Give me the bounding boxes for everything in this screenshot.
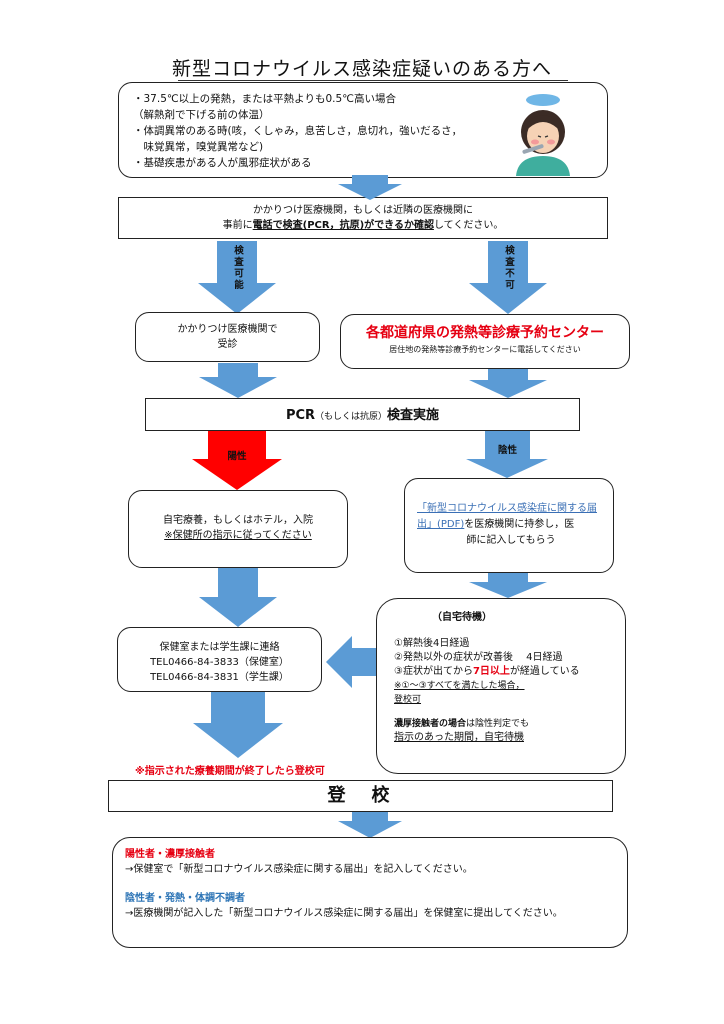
step1-emphasis: 電話で検査(PCR，抗原)ができるか確認	[252, 220, 434, 231]
home-wait-box: （自宅待機） ①解熱後4日経過 ②発熱以外の症状が改善後 4日経過 ③症状が出て…	[376, 598, 626, 774]
symptom-line: ・37.5℃以上の発熱，または平熱よりも0.5℃高い場合	[133, 93, 396, 105]
condition-note-result: 登校可	[394, 695, 422, 705]
step1-post: してください。	[433, 220, 504, 231]
positive-instruction-heading: 陽性者・濃厚接触者	[125, 849, 215, 860]
instructions-box: 陽性者・濃厚接触者 →保健室で「新型コロナウイルス感染症に関する届出」を記入して…	[112, 837, 628, 948]
condition-1: ①解熱後4日経過	[394, 638, 470, 649]
cheek	[531, 139, 539, 145]
condition-2: ②発熱以外の症状が改善後 4日経過	[394, 652, 563, 663]
eye	[537, 135, 542, 138]
positive-label: 陽性	[227, 451, 247, 462]
arrow-positive-to-contact	[199, 568, 277, 627]
arrow-positive	[192, 431, 282, 490]
test-box: PCR（もしくは抗原）検査実施	[145, 398, 580, 431]
test-available-text: 検査可能	[232, 245, 243, 291]
symptom-line: ・体調異常のある時(咳，くしゃみ，息苦しさ，息切れ，強いだるさ，	[133, 125, 463, 137]
positive-box: 自宅療養，もしくはホテル，入院 ※保健所の指示に従ってください	[128, 490, 348, 568]
positive-instruction-text: →保健室で「新型コロナウイルス感染症に関する届出」を記入してください。	[125, 864, 473, 875]
test-main: PCR	[285, 408, 316, 423]
test-tail: 検査実施	[387, 408, 440, 423]
condition-3-pre: ③症状が出てから	[394, 666, 473, 677]
symptom-line: 味覚異常，嗅覚異常など)	[133, 141, 264, 153]
fever-center-box: 各都道府県の発熱等診療予約センター 居住地の発熱等診療予約センターに電話してくだ…	[340, 314, 630, 369]
arrow-wait-to-contact	[326, 636, 376, 688]
condition-note: ※①～③すべてを満たした場合，	[394, 681, 525, 691]
arrow-contact-to-school	[193, 692, 283, 758]
contact-box: 保健室または学生課に連絡 TEL0466-84-3833（保健室） TEL046…	[117, 627, 322, 692]
arrow-school-to-notes	[338, 812, 402, 838]
test-available-label: 検査可能	[228, 245, 246, 291]
contact-tel-student-affairs: TEL0466-84-3831（学生課）	[150, 672, 289, 683]
test-unavailable-text: 検査不可	[503, 245, 514, 291]
positive-line1: 自宅療養，もしくはホテル，入院	[163, 515, 313, 526]
test-unavailable-label: 検査不可	[499, 245, 517, 291]
notification-form-link[interactable]: 「新型コロナウイルス感染症に関する届出」(PDF)	[417, 503, 597, 530]
close-contact-line2: 指示のあった期間，自宅待機	[394, 732, 524, 743]
ice-pack	[526, 94, 560, 106]
arrow-test-unavailable	[469, 241, 547, 314]
positive-line2: ※保健所の指示に従ってください	[164, 530, 312, 541]
title-underline	[178, 80, 568, 81]
symptom-line: （解熱剤で下げる前の体温）	[133, 109, 270, 121]
negative-box: 「新型コロナウイルス感染症に関する届出」(PDF)を医療機関に持参し，医 師に記…	[404, 478, 614, 573]
fever-center-sub: 居住地の発熱等診療予約センターに電話してください	[389, 345, 581, 354]
clinic-box: かかりつけ医療機関で 受診	[135, 312, 320, 362]
close-contact-line1: 濃厚接触者の場合は陰性判定でも	[394, 717, 625, 731]
arrow-symptoms-to-step1	[338, 175, 402, 200]
condition-3-post: が経過している	[509, 666, 580, 677]
step1-line1: かかりつけ医療機関，もしくは近隣の医療機関に	[252, 205, 474, 216]
condition-3: ③症状が出てから7日以上が経過している	[394, 665, 625, 679]
contact-title: 保健室または学生課に連絡	[159, 642, 280, 653]
arrow-test-available	[198, 241, 276, 314]
contact-tel-health-room: TEL0466-84-3833（保健室）	[150, 657, 289, 668]
school-box: 登 校	[108, 780, 613, 812]
negative-rest: を医療機関に持参し，医	[464, 519, 575, 530]
negative-instruction-heading: 陰性者・発熱・体調不調者	[125, 893, 245, 904]
arrow-negative	[466, 431, 548, 478]
arrow-right-to-test	[469, 369, 547, 398]
negative-label: 陰性	[497, 445, 517, 456]
cheek	[547, 139, 555, 145]
negative-instruction-text: →医療機関が記入した「新型コロナウイルス感染症に関する届出」を保健室に提出してく…	[125, 908, 563, 919]
thermometer-icon	[522, 144, 544, 154]
close-contact-label: 濃厚接触者の場合	[394, 719, 467, 729]
step1-line2: 事前に電話で検査(PCR，抗原)ができるか確認してください。	[119, 218, 607, 233]
sick-person-illustration	[516, 94, 570, 176]
negative-line1: 「新型コロナウイルス感染症に関する届出」(PDF)を医療機関に持参し，医	[417, 501, 605, 533]
test-paren: （もしくは抗原）	[315, 412, 388, 422]
page-title: 新型コロナウイルス感染症疑いのある方へ	[171, 58, 552, 80]
condition-3-emphasis: 7日以上	[472, 666, 510, 677]
negative-line3: 師に記入してもらう	[466, 535, 556, 546]
symptom-line: ・基礎疾患がある人が風邪症状がある	[133, 157, 312, 169]
arrow-left-to-test	[199, 363, 277, 398]
fever-center-title: 各都道府県の発熱等診療予約センター	[366, 325, 604, 341]
clinic-line2: 受診	[217, 339, 238, 350]
clinic-line1: かかりつけ医療機関で	[177, 324, 278, 335]
eye	[544, 135, 549, 138]
bangs	[529, 115, 557, 128]
step1-box: かかりつけ医療機関，もしくは近隣の医療機関に 事前に電話で検査(PCR，抗原)が…	[118, 197, 608, 239]
close-contact-rest: は陰性判定でも	[466, 719, 530, 729]
step1-pre: 事前に	[222, 220, 253, 231]
arrow-negative-to-wait	[469, 573, 547, 598]
home-wait-title: （自宅待機）	[432, 612, 492, 623]
body	[516, 156, 570, 176]
return-notice: ※指示された療養期間が終了したら登校可	[135, 766, 325, 777]
